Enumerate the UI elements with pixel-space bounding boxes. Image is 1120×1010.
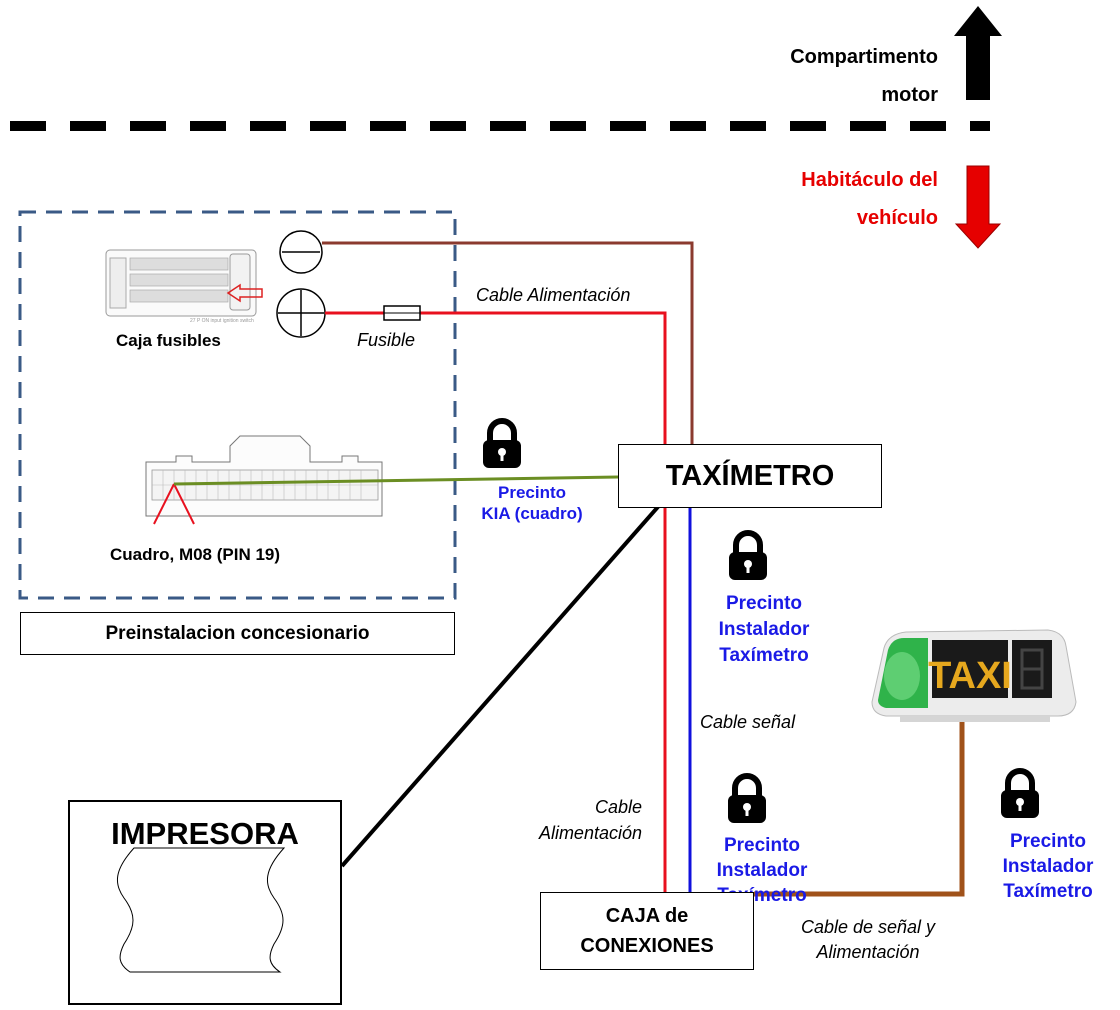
seal-installer-1-line1: Precinto [725, 593, 803, 614]
printer-paper-icon [116, 847, 286, 973]
printer-box: IMPRESORA [68, 800, 342, 1005]
padlock-kia-icon [483, 418, 521, 468]
taxi-sign-wire [754, 722, 965, 897]
cabin-zone-label: Habitáculo del vehículo [801, 161, 938, 237]
cabin-arrow-icon [954, 165, 1002, 249]
seal-installer-1-line3: Taxímetro [719, 645, 809, 666]
junction-box-line1: CAJA de [605, 905, 689, 927]
svg-text:27 P ON input ignition swit: 27 P ON input ignition switch [190, 318, 254, 324]
printer-wire [340, 498, 666, 868]
preinstall-label-box: Preinstalacion concesionario [20, 612, 455, 655]
padlock-installer-1-icon [729, 530, 767, 580]
signal-cable-label: Cable señal [700, 712, 796, 732]
positive-power-wire-b [420, 311, 667, 444]
cabin-zone-line2: vehículo [856, 207, 938, 229]
power-cable-top-label: Cable Alimentación [476, 285, 631, 305]
seal-installer-3-line1: Precinto [1009, 831, 1087, 852]
seal-installer-2-line2: Instalador [716, 860, 808, 881]
dashboard-label: Cuadro, M08 (PIN 19) [110, 545, 281, 564]
padlock-installer-2-icon [728, 773, 766, 823]
seal-installer-3-line2: Instalador [1002, 856, 1094, 877]
engine-zone-line2: motor [881, 84, 938, 106]
seal-installer-1-line2: Instalador [718, 619, 810, 640]
fuse-box-label: Caja fusibles [116, 331, 221, 350]
engine-zone-line1: Compartimento [790, 46, 938, 68]
seal-kia-line1: Precinto [497, 483, 567, 502]
power-cable-vertical-label: Cable Alimentación [539, 794, 642, 846]
seal-kia-line2: KIA (cuadro) [481, 504, 583, 523]
dashboard-signal-wire [173, 475, 619, 486]
engine-zone-label: Compartimento motor [790, 38, 938, 114]
power-cable-vertical-line2: Alimentación [538, 823, 642, 843]
seal-installer-1-label: Precinto Instalador Taxímetro [694, 591, 834, 669]
signal-power-cable-line2: Alimentación [816, 942, 920, 962]
taxi-roof-sign-image: TAXI [871, 629, 1077, 722]
junction-box-line2: CONEXIONES [580, 935, 714, 957]
signal-power-cable-line1: Cable de señal y [800, 917, 936, 937]
seal-kia-label: Precinto KIA (cuadro) [470, 482, 594, 524]
printer-label: IMPRESORA [111, 816, 299, 851]
seal-installer-3-line3: Taxímetro [1003, 881, 1093, 902]
fuse-label: Fusible [357, 330, 416, 350]
taximeter-box: TAXÍMETRO [618, 444, 882, 508]
seal-installer-3-label: Precinto Instalador Taxímetro [986, 829, 1110, 904]
seal-installer-2-line1: Precinto [723, 835, 801, 856]
negative-power-wire [322, 241, 694, 444]
padlock-installer-3-icon [1001, 768, 1039, 818]
fuse-box-image: 27 P ON input ignition switch [105, 249, 263, 324]
preinstall-label: Preinstalacion concesionario [105, 622, 370, 644]
preinstall-area [18, 210, 457, 600]
junction-box: CAJA de CONEXIONES [540, 892, 754, 970]
signal-power-cable-label: Cable de señal y Alimentación [762, 915, 974, 965]
power-cable-vertical-line1: Cable [594, 797, 642, 817]
cabin-zone-line1: Habitáculo del [801, 169, 938, 191]
taxi-sign-text: TAXI [928, 655, 1012, 697]
taximeter-label: TAXÍMETRO [665, 459, 835, 492]
engine-arrow-icon [954, 6, 1002, 100]
